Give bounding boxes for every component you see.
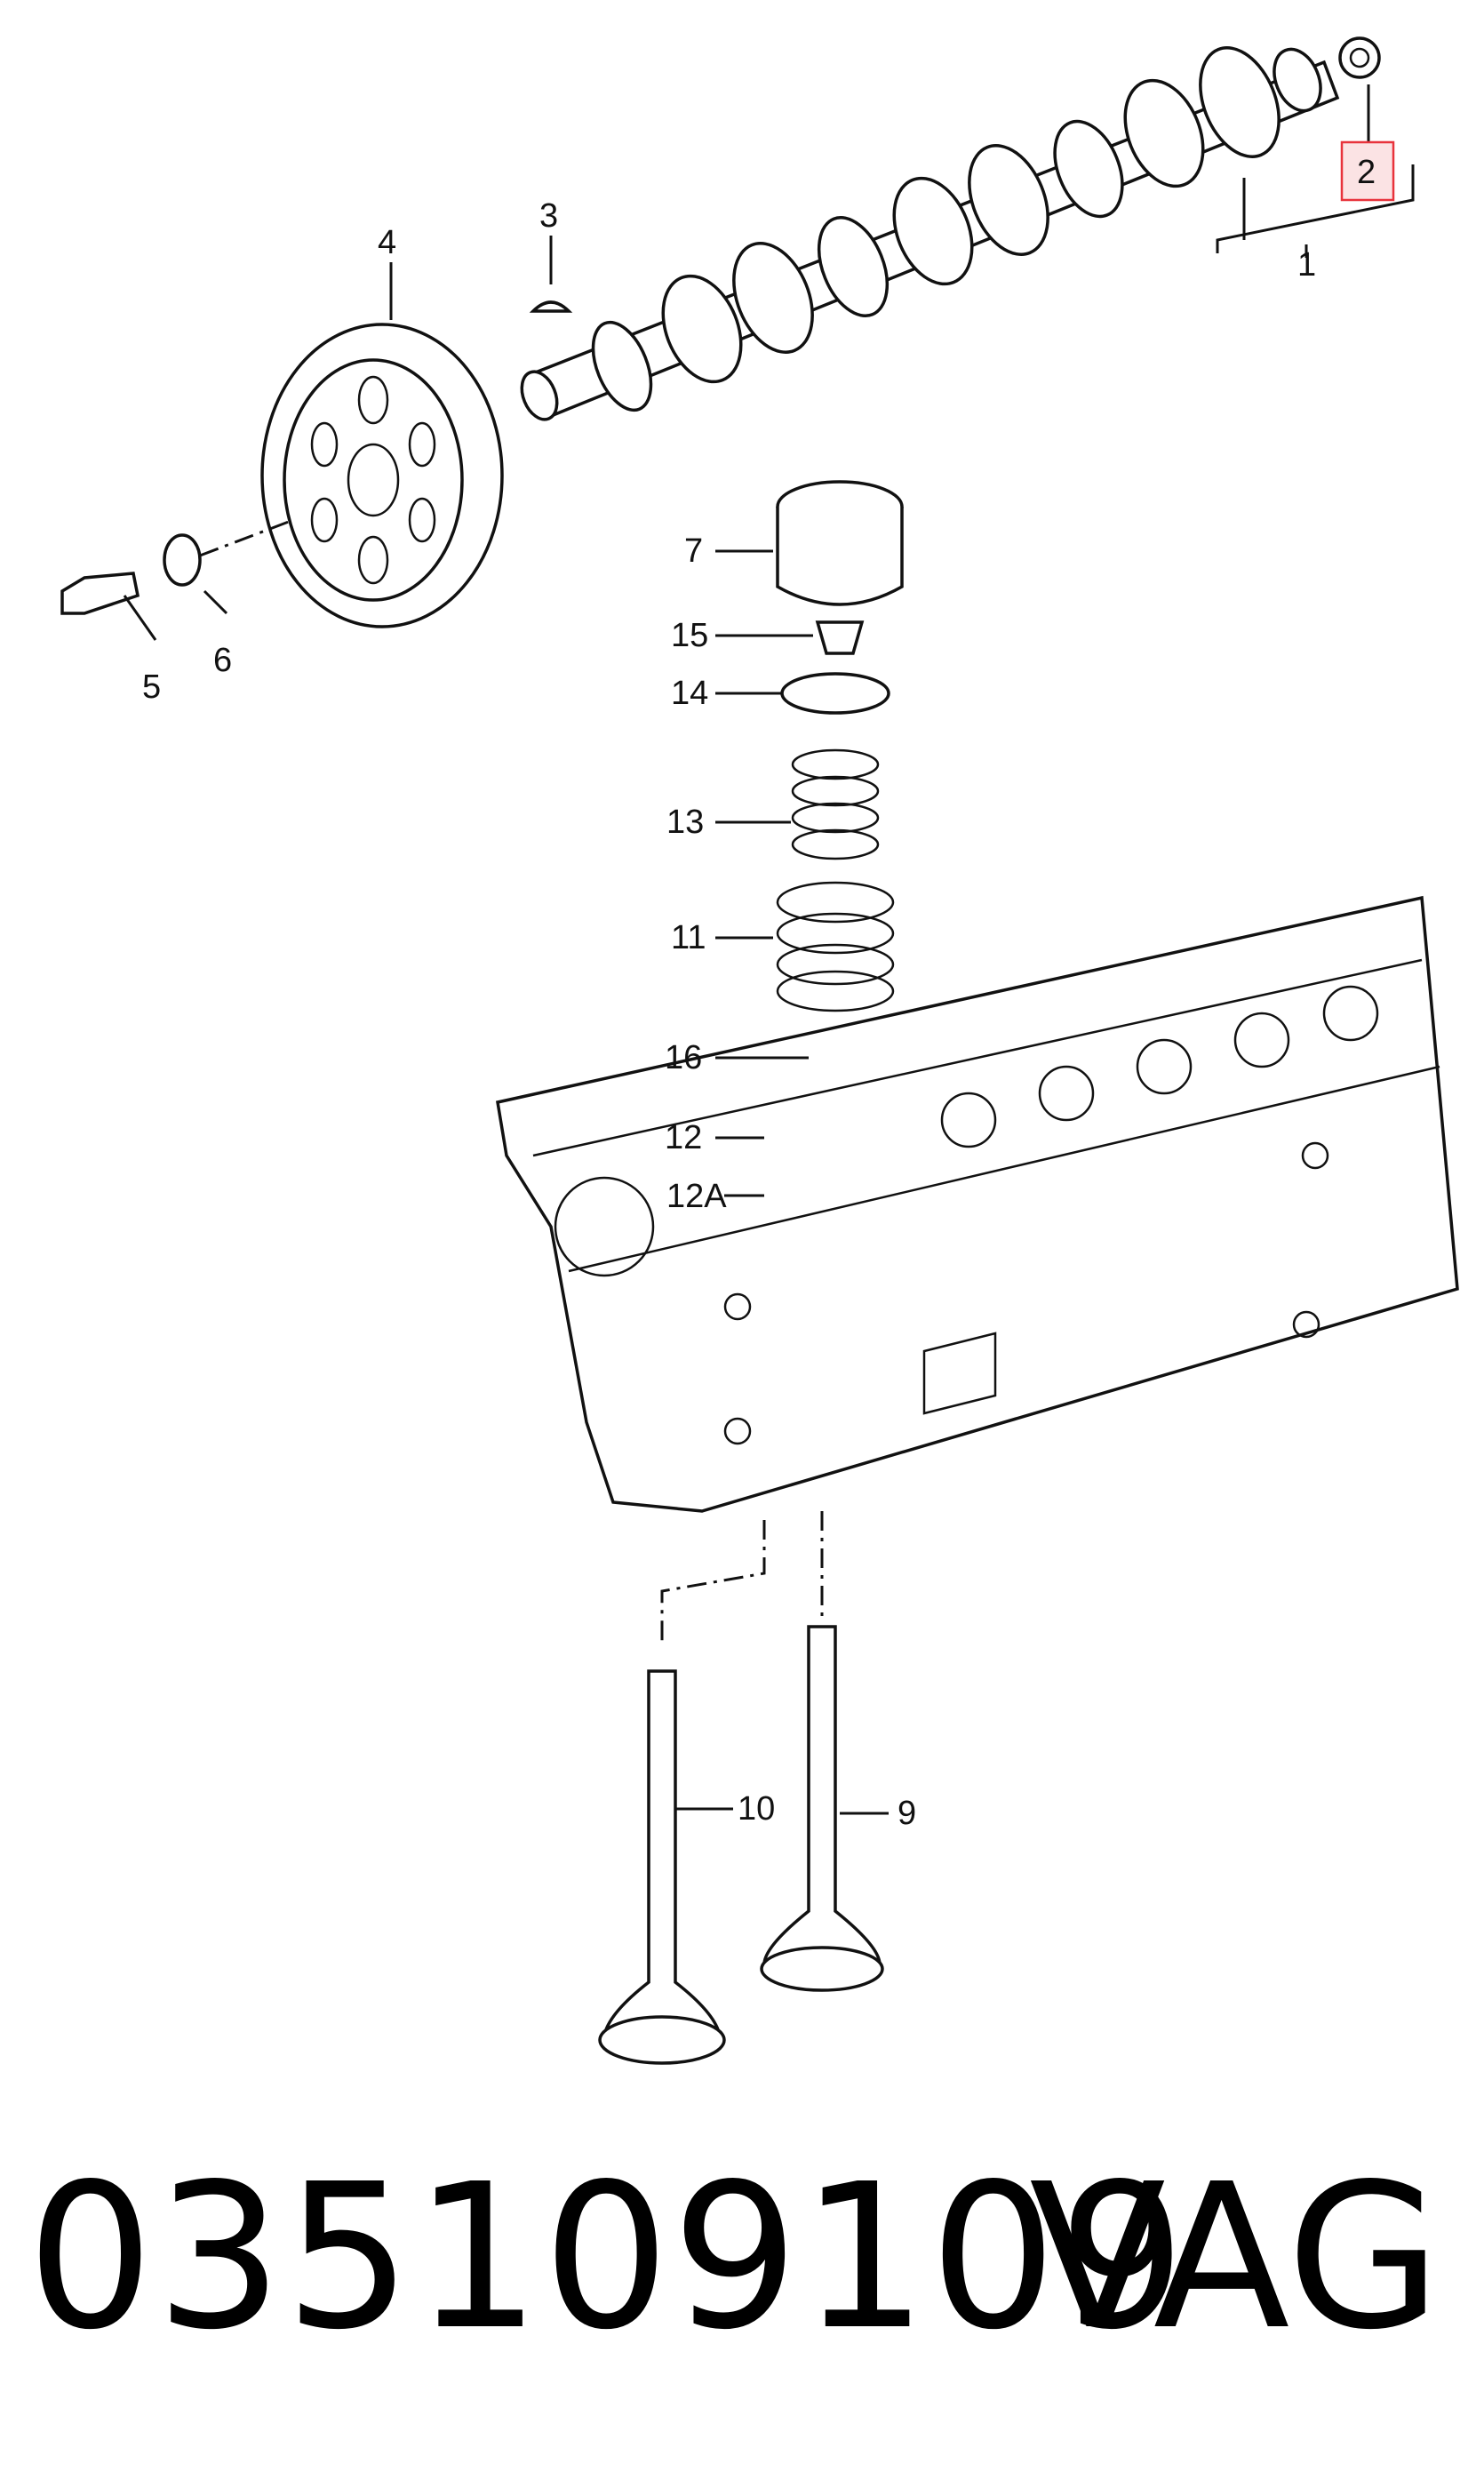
callout-6: 6 [213,642,232,679]
pulley-washer [163,533,202,587]
callout-16: 16 [665,1039,702,1076]
callout-7: 7 [684,532,703,570]
valve-collet [815,620,865,655]
callout-9: 9 [898,1795,916,1832]
callout-12a: 12A [666,1178,727,1215]
camshaft-pulley [260,323,504,628]
exploded-parts-diagram: 1 2 3 4 5 6 7 15 14 13 11 16 12 12A 10 9 [60,36,1459,2065]
callout-14: 14 [671,675,708,712]
camshaft-gear-nut [1338,36,1381,79]
cylinder-head [496,895,1459,1513]
upper-spring-seat [780,672,890,715]
callout-10: 10 [738,1790,775,1828]
bucket-tappet [776,480,904,606]
callout-3: 3 [539,197,558,235]
callout-2-highlight [1340,140,1395,202]
callout-12: 12 [665,1119,702,1156]
callout-13: 13 [666,804,704,841]
woodruff-key [529,300,573,313]
callout-1: 1 [1297,246,1316,284]
part-number: 035109109 [27,2141,1188,2374]
exhaust-valve [598,1669,726,2065]
outer-valve-spring [776,881,895,1012]
callout-5: 5 [142,668,161,706]
leader-lines [123,84,1415,1815]
callout-11: 11 [671,919,706,956]
callout-15: 15 [671,617,708,654]
inner-valve-spring [791,748,880,860]
intake-valve [760,1625,884,1992]
footer: 035109109 VAG [0,2124,1484,2436]
pulley-bolt [60,572,140,615]
callout-4: 4 [378,224,396,261]
camshaft [520,46,1340,421]
brand-name: VAG [1029,2141,1441,2374]
callout-2: 2 [1357,154,1376,191]
